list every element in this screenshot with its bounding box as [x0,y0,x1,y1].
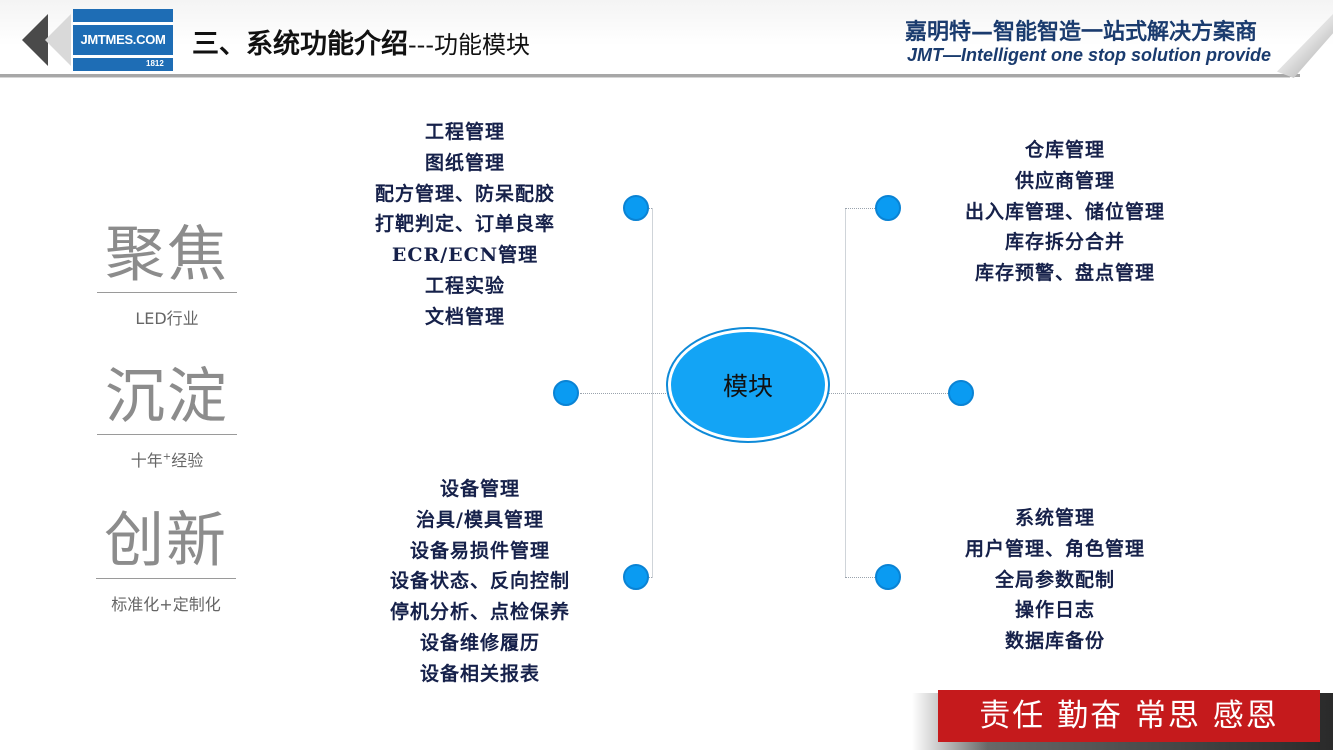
logo-year: 1812 [146,59,164,68]
list-item: 设备管理 [439,478,520,500]
list-item: 全局参数配制 [994,568,1115,591]
header-background [0,0,1333,76]
module-center-label: 模块 [722,372,773,401]
keyword-accumulate-title: 沉淀 [105,362,229,432]
header-divider-thin [0,77,1290,78]
node-middle-right-dot [948,380,974,406]
node-top-right-dot [875,195,901,221]
connector-right-vertical [845,208,846,578]
connector [845,577,875,578]
header: JMTMES.COM 1812 三、系统功能介绍---功能模块 嘉明特—智能智造… [0,0,1333,80]
page-title-main: 三、系统功能介绍 [192,29,408,60]
list-item: 配方管理、防呆配胶 [374,182,555,205]
list-item: 文档管理 [424,305,505,328]
module-center-node: 模块 [668,329,828,441]
keyword-divider [97,434,237,435]
keyword-innovate: 创新 标准化+定制化 [88,506,244,615]
keyword-accumulate: 沉淀 十年+经验 [92,362,242,471]
list-item: 停机分析、点检保养 [389,601,570,624]
list-item: 治具/模具管理 [416,508,544,531]
module-list-top-left: 工程管理 图纸管理 配方管理、防呆配胶 打靶判定、订单良率 ECR/ECN管理 … [345,117,585,333]
list-item: 库存预警、盘点管理 [974,262,1155,285]
list-item: 设备易损件管理 [409,539,550,562]
company-name-en: JMT—Intelligent one stop solution provid… [907,45,1271,65]
list-item: 仓库管理 [1024,139,1105,161]
node-bottom-right-dot [875,564,901,590]
header-divider [0,74,1300,77]
list-item: 设备相关报表 [419,662,540,685]
slogan-banner: 责任 勤奋 常思 感恩 [938,690,1320,742]
keyword-divider [96,578,236,579]
connector-center-right [826,393,948,394]
list-item: 供应商管理 [1014,169,1115,192]
list-item: 工程实验 [424,274,505,297]
list-item: 设备维修履历 [419,631,540,654]
module-list-bottom-left: 设备管理 治具/模具管理 设备易损件管理 设备状态、反向控制 停机分析、点检保养… [360,474,600,690]
keyword-focus-title: 聚焦 [105,220,229,290]
module-list-bottom-right: 系统管理 用户管理、角色管理 全局参数配制 操作日志 数据库备份 [935,503,1175,657]
list-item: 设备状态、反向控制 [389,570,570,593]
keyword-focus: 聚焦 LED行业 [92,220,242,329]
company-name-cn: 嘉明特—智能智造一站式解决方案商 [904,20,1257,45]
keyword-accumulate-caption: 十年+经验 [130,451,204,470]
list-item: 工程管理 [424,121,505,143]
keyword-innovate-caption: 标准化+定制化 [111,595,221,614]
keyword-innovate-title: 创新 [104,506,228,576]
module-list-top-right: 仓库管理 供应商管理 出入库管理、储位管理 库存拆分合并 库存预警、盘点管理 [940,135,1190,289]
list-item: 打靶判定、订单良率 [374,213,555,236]
connector-center-left [580,393,670,394]
node-bottom-left-dot [623,564,649,590]
node-top-left-dot [623,195,649,221]
keyword-divider [97,292,237,293]
keyword-focus-caption: LED行业 [135,309,199,328]
list-item: 库存拆分合并 [1004,231,1125,254]
list-item: 出入库管理、储位管理 [964,200,1165,223]
connector [845,208,875,209]
page-title-sub: ---功能模块 [408,31,530,59]
page-title: 三、系统功能介绍---功能模块 [192,22,530,62]
list-item: 操作日志 [1014,599,1095,622]
list-item: 用户管理、角色管理 [964,537,1145,560]
logo-text: JMTMES.COM [73,22,173,58]
list-item: 数据库备份 [1004,630,1105,653]
node-middle-left-dot [553,380,579,406]
logo-arrow-icon [22,14,48,66]
list-item: 系统管理 [1014,507,1095,529]
list-item: ECR/ECN管理 [391,244,539,267]
list-item: 图纸管理 [424,151,505,174]
